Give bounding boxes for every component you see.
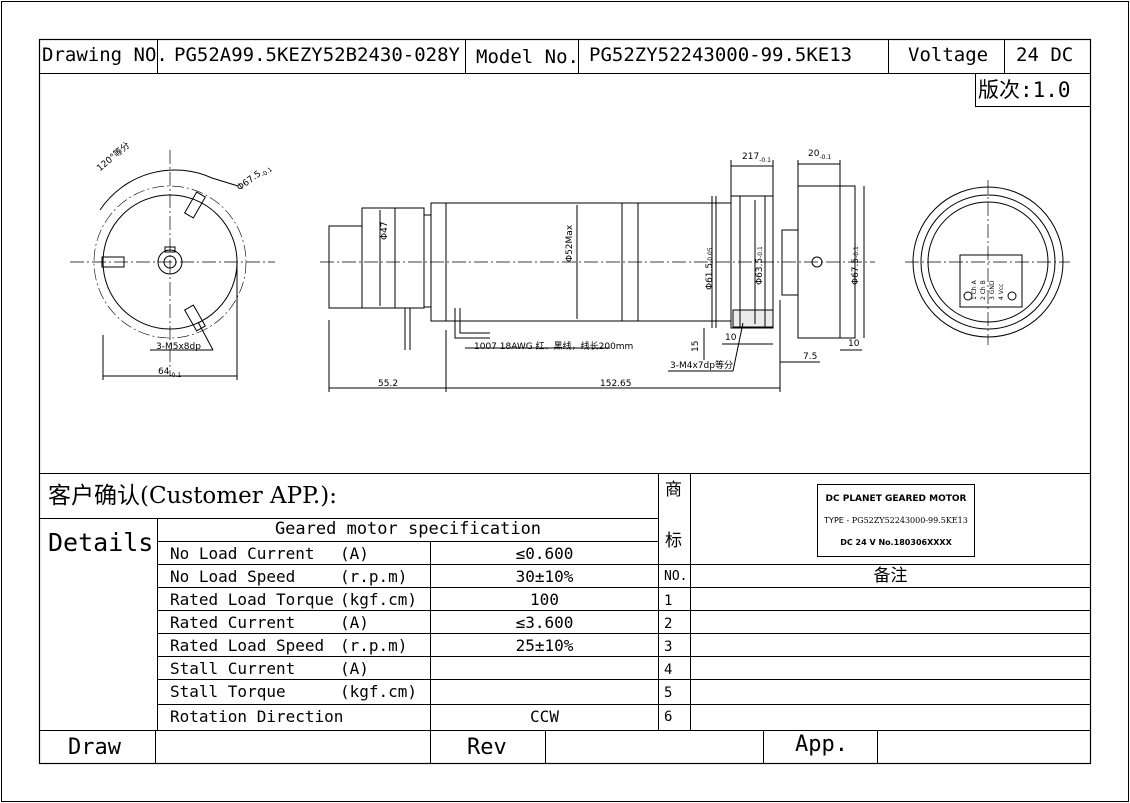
nameplate-line-3: DC 24 V No.180306XXXX — [840, 538, 952, 547]
dim-15: 15 — [691, 340, 701, 352]
spec-row-name: Stall Current — [170, 659, 296, 678]
spec-row-name: Rated Current — [170, 613, 296, 632]
shaft-dia-dim: Φ63.5-0.1 — [755, 246, 765, 285]
spec-row-name: Stall Torque — [170, 682, 286, 701]
dim-217: 217-0.1 — [742, 152, 771, 164]
rev-label: Rev — [467, 735, 507, 760]
spec-title: Geared motor specification — [274, 519, 542, 539]
spec-row-value: CCW — [530, 707, 559, 726]
spec-row-unit: (kgf.cm) — [340, 682, 418, 701]
rear-view — [905, 180, 1070, 345]
notes-label: 备注 — [873, 566, 908, 586]
rear-pin-1: 1 Ch A — [971, 280, 978, 300]
side-view — [320, 160, 875, 392]
body-length-dim: 152.65 — [600, 379, 632, 389]
note-number: 4 — [664, 662, 673, 678]
spec-row-unit: (r.p.m) — [340, 636, 408, 655]
spec-row-unit: (A) — [340, 544, 369, 563]
note-number: 3 — [664, 639, 673, 655]
dim-7-5: 7.5 — [803, 352, 818, 362]
spec-row-unit: (A) — [340, 613, 369, 632]
rear-pin-3: 3 GND — [989, 280, 996, 300]
dim-10-right: 10 — [848, 339, 860, 349]
details-label: Details — [48, 528, 154, 557]
nameplate-line-2: TYPE - PG52ZY52243000-99.5KE13 — [824, 516, 968, 525]
revision-badge: 版次:1.0 — [978, 78, 1071, 102]
app-label: App. — [795, 732, 848, 757]
spec-row-name: No Load Speed — [170, 567, 296, 586]
drawing-no-label: Drawing NO. — [42, 44, 168, 66]
dim-20: 20-0.1 — [808, 149, 832, 161]
spec-row-unit: (A) — [340, 659, 369, 678]
motor-length-dim: 55.2 — [378, 379, 399, 389]
pilot-dia-dim: Φ61.5-0.05 — [705, 247, 715, 290]
trademark-char-2: 标 — [665, 531, 682, 551]
spec-row-value: ≤0.600 — [515, 544, 574, 563]
spec-row-value: 25±10% — [515, 636, 574, 655]
spec-row-value: 30±10% — [515, 567, 574, 586]
front-holes-dim: 3-M5x8dp — [156, 342, 201, 352]
spec-row-name: Rated Load Torque — [170, 590, 334, 609]
screws-dim: 3-M4x7dp等分 — [670, 361, 733, 371]
wire-note: 1007 18AWG 红、黑线，线长200mm — [474, 342, 634, 352]
spec-row-value: ≤3.600 — [515, 613, 574, 632]
drawing-no-value: PG52A99.5KEZY52B2430-028Y — [174, 44, 460, 66]
customer-approval-title: 客户确认(Customer APP.): — [48, 483, 337, 509]
spec-row-name: Rotation Direction — [170, 707, 344, 726]
dim-10-left: 10 — [725, 333, 737, 343]
rear-pin-2: 2 Ch B — [980, 280, 987, 300]
front-width-dim: 64-0.1 — [158, 367, 182, 379]
flange-dia-dim: Φ67.5-0.1 — [851, 246, 861, 285]
spec-row-name: Rated Load Speed — [170, 636, 325, 655]
rear-pin-4: 4 Vcc — [998, 283, 1005, 300]
spec-row-unit: (r.p.m) — [340, 567, 408, 586]
draw-label: Draw — [68, 735, 121, 760]
body-dia-dim: Φ52Max — [565, 224, 575, 262]
note-number: 2 — [664, 616, 673, 632]
model-no-value: PG52ZY52243000-99.5KE13 — [589, 44, 853, 66]
voltage-value: 24 DC — [1016, 44, 1074, 66]
note-number: 1 — [664, 593, 673, 609]
spec-row-name: No Load Current — [170, 544, 315, 563]
front-view — [70, 150, 275, 380]
trademark-char-1: 商 — [665, 480, 682, 500]
notes-no-label: NO. — [664, 569, 688, 584]
spec-row-value: 100 — [530, 590, 559, 609]
nameplate-line-1: DC PLANET GEARED MOTOR — [825, 494, 967, 504]
spec-row-unit: (kgf.cm) — [340, 590, 418, 609]
note-number: 6 — [664, 709, 673, 725]
model-no-label: Model No. — [476, 46, 579, 68]
voltage-label: Voltage — [908, 44, 989, 66]
motor-dia-dim: Φ47 — [380, 221, 390, 240]
note-number: 5 — [664, 685, 673, 701]
